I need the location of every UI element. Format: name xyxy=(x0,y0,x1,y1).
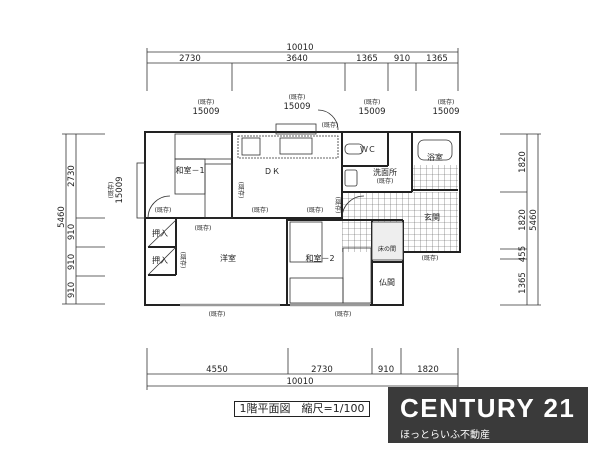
century21-logo: CENTURY 21 ほっとらいふ不動産 xyxy=(388,387,588,443)
top-dim: 2730 xyxy=(179,54,201,64)
bottom-total-dim: 10010 xyxy=(286,377,313,387)
room-bath: 浴室 xyxy=(427,152,443,162)
room-washroom: 洗面所 xyxy=(373,167,397,177)
room-butsuma: 仏間 xyxy=(379,278,395,287)
existing-marker: (既存) xyxy=(237,182,245,199)
window-existing: (既存) xyxy=(107,182,115,199)
window-existing: (既存) xyxy=(377,177,394,185)
bottom-dim: 910 xyxy=(378,365,394,375)
room-dk: ＤＫ xyxy=(264,167,280,176)
existing-marker: (既存) xyxy=(335,310,352,318)
existing-marker: (既存) xyxy=(334,197,342,214)
existing-marker: (既存) xyxy=(195,224,212,232)
window-code: 15009 xyxy=(358,107,385,117)
window-code: 15009 xyxy=(283,102,310,112)
left-dim: 910 xyxy=(67,254,77,270)
window-code: 15009 xyxy=(115,176,125,203)
existing-marker: (既存) xyxy=(322,121,339,129)
existing-marker: (既存) xyxy=(252,206,269,214)
existing-marker: (既存) xyxy=(307,206,324,214)
bottom-dimension xyxy=(146,348,459,390)
left-dim: 910 xyxy=(67,224,77,240)
bottom-dim: 4550 xyxy=(206,365,228,375)
existing-marker: (既存) xyxy=(209,310,226,318)
top-dimension xyxy=(146,48,459,91)
window-code: 15009 xyxy=(432,107,459,117)
existing-marker: (既存) xyxy=(179,252,187,269)
room-closet: 押入 xyxy=(152,228,168,238)
room-wc: ＷＣ xyxy=(360,145,376,154)
left-dimension xyxy=(62,133,105,305)
existing-marker: (既存) xyxy=(422,254,439,262)
top-total-dim: 10010 xyxy=(286,43,313,53)
top-dim: 3640 xyxy=(286,54,308,64)
room-washitsu-1: 和室－1 xyxy=(175,165,204,175)
right-dim: 1820 xyxy=(518,209,528,231)
logo-subtitle: ほっとらいふ不動産 xyxy=(400,430,490,441)
top-dim: 1365 xyxy=(356,54,378,64)
window-code: 15009 xyxy=(192,107,219,117)
window-existing: (既存) xyxy=(364,98,381,106)
top-dim: 910 xyxy=(394,54,410,64)
window-existing: (既存) xyxy=(198,98,215,106)
left-total-dim: 5460 xyxy=(57,206,67,228)
bath-floor-tiles xyxy=(412,165,458,190)
bottom-dim: 1820 xyxy=(417,365,439,375)
plan-caption: 1階平面図 縮尺=1/100 xyxy=(234,401,370,417)
room-tokonoma: 床の間 xyxy=(378,245,396,253)
existing-marker: (既存) xyxy=(155,206,172,214)
room-entrance: 玄関 xyxy=(424,212,440,222)
right-dim: 1365 xyxy=(518,272,528,294)
right-dim: 1820 xyxy=(518,151,528,173)
right-dimension xyxy=(500,133,541,306)
top-dim: 1365 xyxy=(426,54,448,64)
bottom-dim: 2730 xyxy=(311,365,333,375)
window-existing: (既存) xyxy=(438,98,455,106)
window-existing: (既存) xyxy=(289,93,306,101)
logo-brand: CENTURY 21 xyxy=(400,393,576,423)
right-total-dim: 5460 xyxy=(529,209,539,231)
room-western: 洋室 xyxy=(220,253,236,263)
left-dim: 910 xyxy=(67,282,77,298)
room-closet: 押入 xyxy=(152,255,168,265)
left-dim: 2730 xyxy=(67,165,77,187)
right-dim: 455 xyxy=(518,246,528,262)
fixtures xyxy=(136,109,453,307)
room-washitsu-2: 和室－2 xyxy=(305,253,334,263)
